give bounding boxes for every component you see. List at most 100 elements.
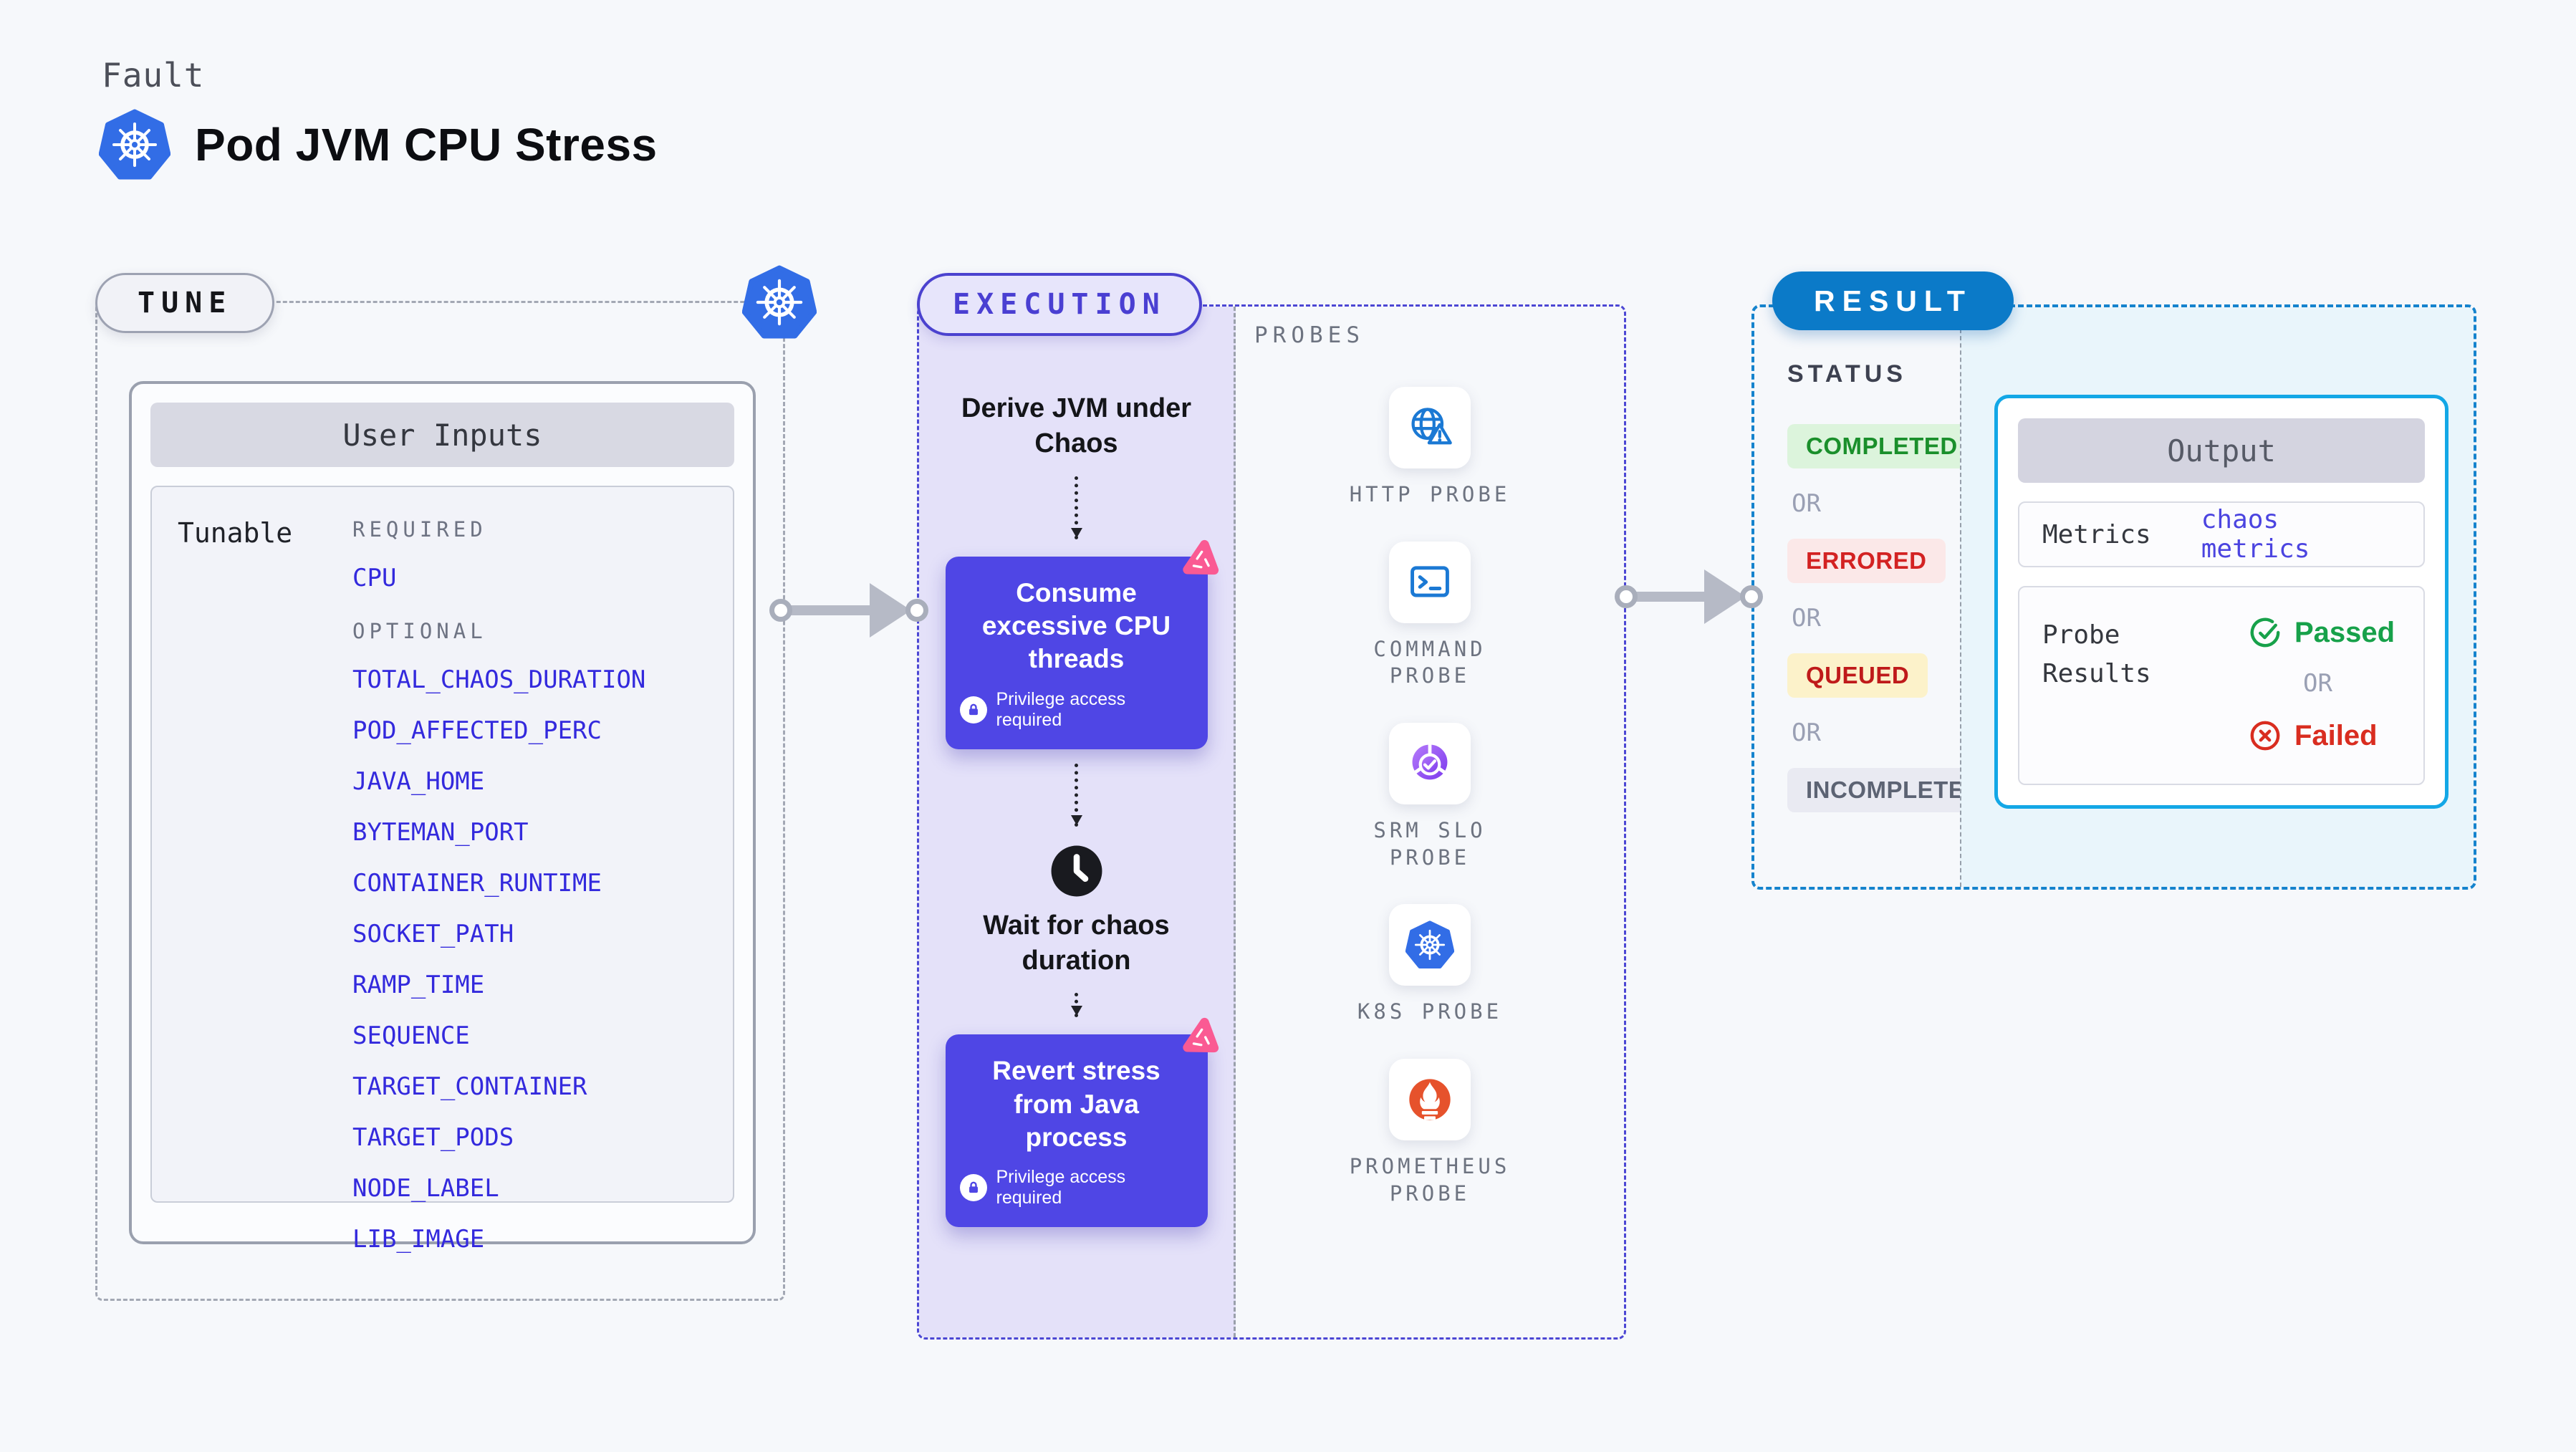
- param-pod-affected-perc: POD_AFFECTED_PERC: [352, 716, 602, 745]
- user-inputs-body: Tunable REQUIRED CPU OPTIONAL TOTAL_CHAO…: [150, 486, 734, 1254]
- status-label: STATUS: [1787, 360, 1907, 388]
- probe-item-prometheus: PROMETHEUS PROBE: [1343, 1059, 1517, 1207]
- optional-label: OPTIONAL: [352, 619, 487, 643]
- param-target-pods: TARGET_PODS: [352, 1123, 514, 1152]
- node-title: Revert stress from Java process: [992, 1056, 1160, 1152]
- x-circle-icon: [2250, 721, 2280, 751]
- param-java-home: JAVA_HOME: [352, 767, 485, 796]
- privilege-note: Privilege access required: [959, 688, 1193, 731]
- privilege-note: Privilege access required: [959, 1167, 1193, 1208]
- arrow-shaft: [788, 605, 877, 615]
- output-title: Output: [2018, 418, 2425, 483]
- arrow-shaft: [1633, 592, 1711, 602]
- check-circle-icon: [2250, 617, 2280, 648]
- execution-section: Derive JVM under Chaos Consume excessive…: [917, 304, 1626, 1340]
- tunable-label: Tunable: [178, 517, 293, 549]
- param-sequence: SEQUENCE: [352, 1021, 470, 1050]
- arrow-head-icon: [1704, 569, 1746, 624]
- arrow-head-icon: [870, 583, 911, 638]
- chaos-icon: [1181, 538, 1222, 580]
- probe-item-http: HTTP PROBE: [1350, 387, 1511, 509]
- lock-icon: [959, 1174, 987, 1202]
- down-arrow-icon: [1071, 476, 1082, 539]
- param-target-container: TARGET_CONTAINER: [352, 1072, 587, 1101]
- output-card: Output Metrics chaos metrics Probe Resul…: [1994, 395, 2448, 809]
- connector-dot: [1740, 585, 1763, 608]
- or-separator: OR: [1792, 604, 1821, 633]
- output-pane: Output Metrics chaos metrics Probe Resul…: [1960, 307, 2474, 887]
- tune-section-outline: [95, 301, 785, 1301]
- chaos-icon: [1181, 1016, 1222, 1057]
- down-arrow-icon: [1071, 993, 1082, 1018]
- probes-pane: PROBES HTTP PROBE COMMAND PROBE: [1236, 307, 1624, 1337]
- tune-badge: TUNE: [95, 273, 275, 333]
- probe-name: K8S PROBE: [1357, 999, 1503, 1024]
- probe-results-label: Probe Results: [2042, 620, 2151, 688]
- node-consume-cpu-threads: Consume excessive CPU threads Privilege …: [945, 539, 1219, 749]
- status-pane: STATUS COMPLETED OR ERRORED OR QUEUED OR…: [1754, 307, 2001, 887]
- globe-alert-icon: [1388, 387, 1471, 468]
- node-title: Consume excessive CPU threads: [981, 577, 1171, 674]
- user-inputs-title: User Inputs: [150, 403, 734, 467]
- probe-list: HTTP PROBE COMMAND PROBE SRM SLO PROBE: [1343, 387, 1517, 1208]
- kubernetes-icon: [741, 265, 817, 340]
- page-title: Pod JVM CPU Stress: [195, 119, 658, 170]
- page-header: Pod JVM CPU Stress: [99, 109, 658, 181]
- param-list: REQUIRED CPU OPTIONAL TOTAL_CHAOS_DURATI…: [352, 517, 646, 1254]
- probe-results-row: Probe Results Passed OR Failed: [2018, 586, 2425, 785]
- user-inputs-panel: User Inputs Tunable REQUIRED CPU OPTIONA…: [129, 381, 756, 1254]
- terminal-icon: [1389, 541, 1471, 623]
- status-list: COMPLETED OR ERRORED OR QUEUED OR INCOMP…: [1787, 424, 2001, 812]
- or-separator: OR: [2303, 669, 2332, 698]
- connector-dot: [1615, 585, 1638, 608]
- tune-to-execution-arrow: [769, 583, 928, 638]
- kubernetes-icon: [1388, 904, 1471, 986]
- probes-label: PROBES: [1254, 322, 1365, 348]
- step-derive-label: Derive JVM under Chaos: [961, 393, 1191, 459]
- execution-flow-pane: Derive JVM under Chaos Consume excessive…: [919, 307, 1236, 1337]
- result-badge: RESULT: [1772, 271, 2014, 330]
- probe-results-values: Passed OR Failed: [2249, 616, 2395, 752]
- probe-name: SRM SLO PROBE: [1373, 818, 1486, 870]
- execution-to-result-arrow: [1615, 569, 1763, 624]
- probe-item-srm-slo: SRM SLO PROBE: [1343, 723, 1517, 871]
- passed-label: Passed: [2294, 616, 2395, 648]
- prometheus-flame-icon: [1389, 1059, 1471, 1141]
- status-badge-errored: ERRORED: [1787, 539, 1946, 583]
- failed-result: Failed: [2249, 719, 2378, 752]
- probe-name: COMMAND PROBE: [1373, 636, 1486, 688]
- metrics-label: Metrics: [2042, 519, 2151, 549]
- param-node-label: NODE_LABEL: [352, 1174, 499, 1203]
- privilege-note-text: Privilege access required: [996, 688, 1126, 730]
- param-lib-image: LIB_IMAGE: [352, 1225, 485, 1254]
- status-badge-queued: QUEUED: [1787, 653, 1928, 698]
- step-wait-label: Wait for chaos duration: [983, 910, 1170, 976]
- failed-label: Failed: [2294, 719, 2378, 751]
- down-arrow-icon: [1071, 763, 1082, 827]
- lock-icon: [959, 696, 987, 723]
- metrics-value: chaos metrics: [2201, 505, 2310, 564]
- probe-item-k8s: K8S PROBE: [1357, 904, 1502, 1026]
- privilege-note-text: Privilege access required: [996, 1167, 1126, 1208]
- fault-kicker: Fault: [102, 56, 205, 95]
- param-cpu: CPU: [352, 564, 397, 592]
- param-container-runtime: CONTAINER_RUNTIME: [352, 869, 602, 898]
- passed-result: Passed: [2249, 616, 2395, 649]
- metrics-row: Metrics chaos metrics: [2018, 501, 2425, 567]
- or-separator: OR: [1792, 718, 1821, 747]
- probe-name: HTTP PROBE: [1349, 482, 1511, 506]
- param-total-chaos-duration: TOTAL_CHAOS_DURATION: [352, 665, 646, 694]
- probe-item-command: COMMAND PROBE: [1343, 541, 1517, 690]
- or-separator: OR: [1792, 489, 1821, 518]
- execution-badge: EXECUTION: [917, 273, 1202, 336]
- kubernetes-icon: [99, 109, 170, 181]
- connector-dot: [905, 599, 928, 622]
- param-socket-path: SOCKET_PATH: [352, 920, 514, 948]
- result-section: STATUS COMPLETED OR ERRORED OR QUEUED OR…: [1751, 304, 2476, 890]
- param-byteman-port: BYTEMAN_PORT: [352, 818, 529, 847]
- status-badge-completed: COMPLETED: [1787, 424, 1976, 468]
- node-revert-stress: Revert stress from Java process Privileg…: [945, 1018, 1219, 1228]
- slo-donut-check-icon: [1389, 723, 1471, 805]
- connector-dot: [769, 599, 792, 622]
